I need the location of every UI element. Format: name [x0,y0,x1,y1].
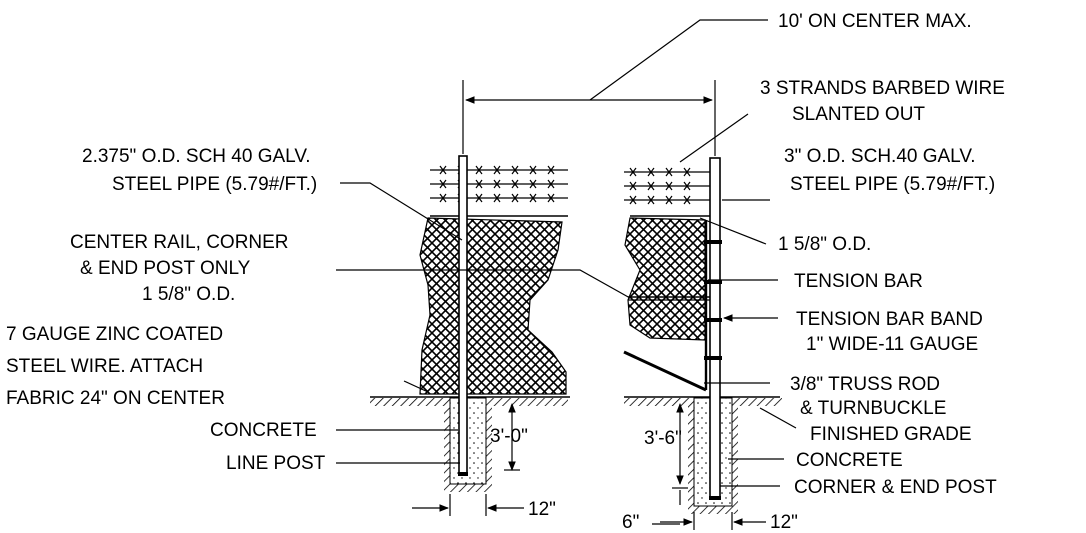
label-corner-post: CORNER & END POST [794,477,997,498]
label-tension-bar: TENSION BAR [794,271,923,292]
depth-dimension-left [504,403,520,471]
label-tension-band-1: TENSION BAR BAND [796,309,983,330]
label-truss-1: 3/8" TRUSS ROD [790,374,940,395]
ground-hatch-right [624,398,694,406]
label-concrete-right: CONCRETE [796,450,903,471]
concrete-footing-left [449,397,487,485]
label-wire-1: 7 GAUGE ZINC COATED [6,324,223,345]
label-width-right: 12" [770,512,798,533]
label-spacing: 10' ON CENTER MAX. [778,11,972,32]
width-dimension-left [412,494,524,516]
leader-line-pipe [340,182,463,241]
barbed-wire-left [430,165,568,203]
label-truss-2: & TURNBUCKLE [800,398,946,419]
corner-post-assembly [623,157,782,514]
line-post [458,155,468,475]
label-depth-left: 3'-0" [490,426,528,447]
leader-center-rail [336,269,631,299]
leader-barbed [679,113,749,163]
label-concrete-left: CONCRETE [210,420,317,441]
label-tension-band-2: 1" WIDE-11 GAUGE [806,334,978,355]
label-line-pipe-1: 2.375" O.D. SCH 40 GALV. [82,146,311,167]
label-line-post: LINE POST [226,453,326,474]
label-center-rail-2: & END POST ONLY [80,258,251,279]
ground-hatch-left [370,398,450,406]
leader-top-rail [699,217,767,245]
chain-link-fabric-right [624,217,706,341]
label-wire-3: FABRIC 24" ON CENTER [6,388,225,409]
leader-grade [759,407,797,429]
label-corner-pipe-1: 3" O.D. SCH.40 GALV. [784,146,976,167]
depth-dimension-right [672,403,688,505]
truss-rod [623,350,707,392]
label-center-rail-3: 1 5/8" O.D. [142,284,235,305]
label-line-pipe-2: STEEL PIPE (5.79#/FT.) [112,174,317,195]
tension-bar-bands [704,240,722,360]
footing-hatch-left [444,398,492,492]
barbed-wire-right [624,167,712,205]
width-dimension-right [652,512,766,530]
label-offset-right: 6" [622,512,639,533]
label-barbed-1: 3 STRANDS BARBED WIRE [760,78,1005,99]
leader-wire [403,380,429,393]
line-post-base [458,472,468,476]
line-post-assembly [370,155,570,492]
label-width-left: 12" [528,499,556,520]
label-center-rail-1: CENTER RAIL, CORNER [70,232,289,253]
corner-post [709,157,721,499]
chain-link-fabric-left [419,217,567,395]
label-corner-pipe-2: STEEL PIPE (5.79#/FT.) [790,174,995,195]
spacing-dimension [462,19,768,156]
label-top-rail: 1 5/8" O.D. [778,234,871,255]
footing-hatch-right [688,398,738,514]
label-depth-right: 3'-6" [644,428,682,449]
label-wire-2: STEEL WIRE. ATTACH [6,356,203,377]
label-finished-grade: FINISHED GRADE [810,424,972,445]
label-barbed-2: SLANTED OUT [792,104,925,125]
